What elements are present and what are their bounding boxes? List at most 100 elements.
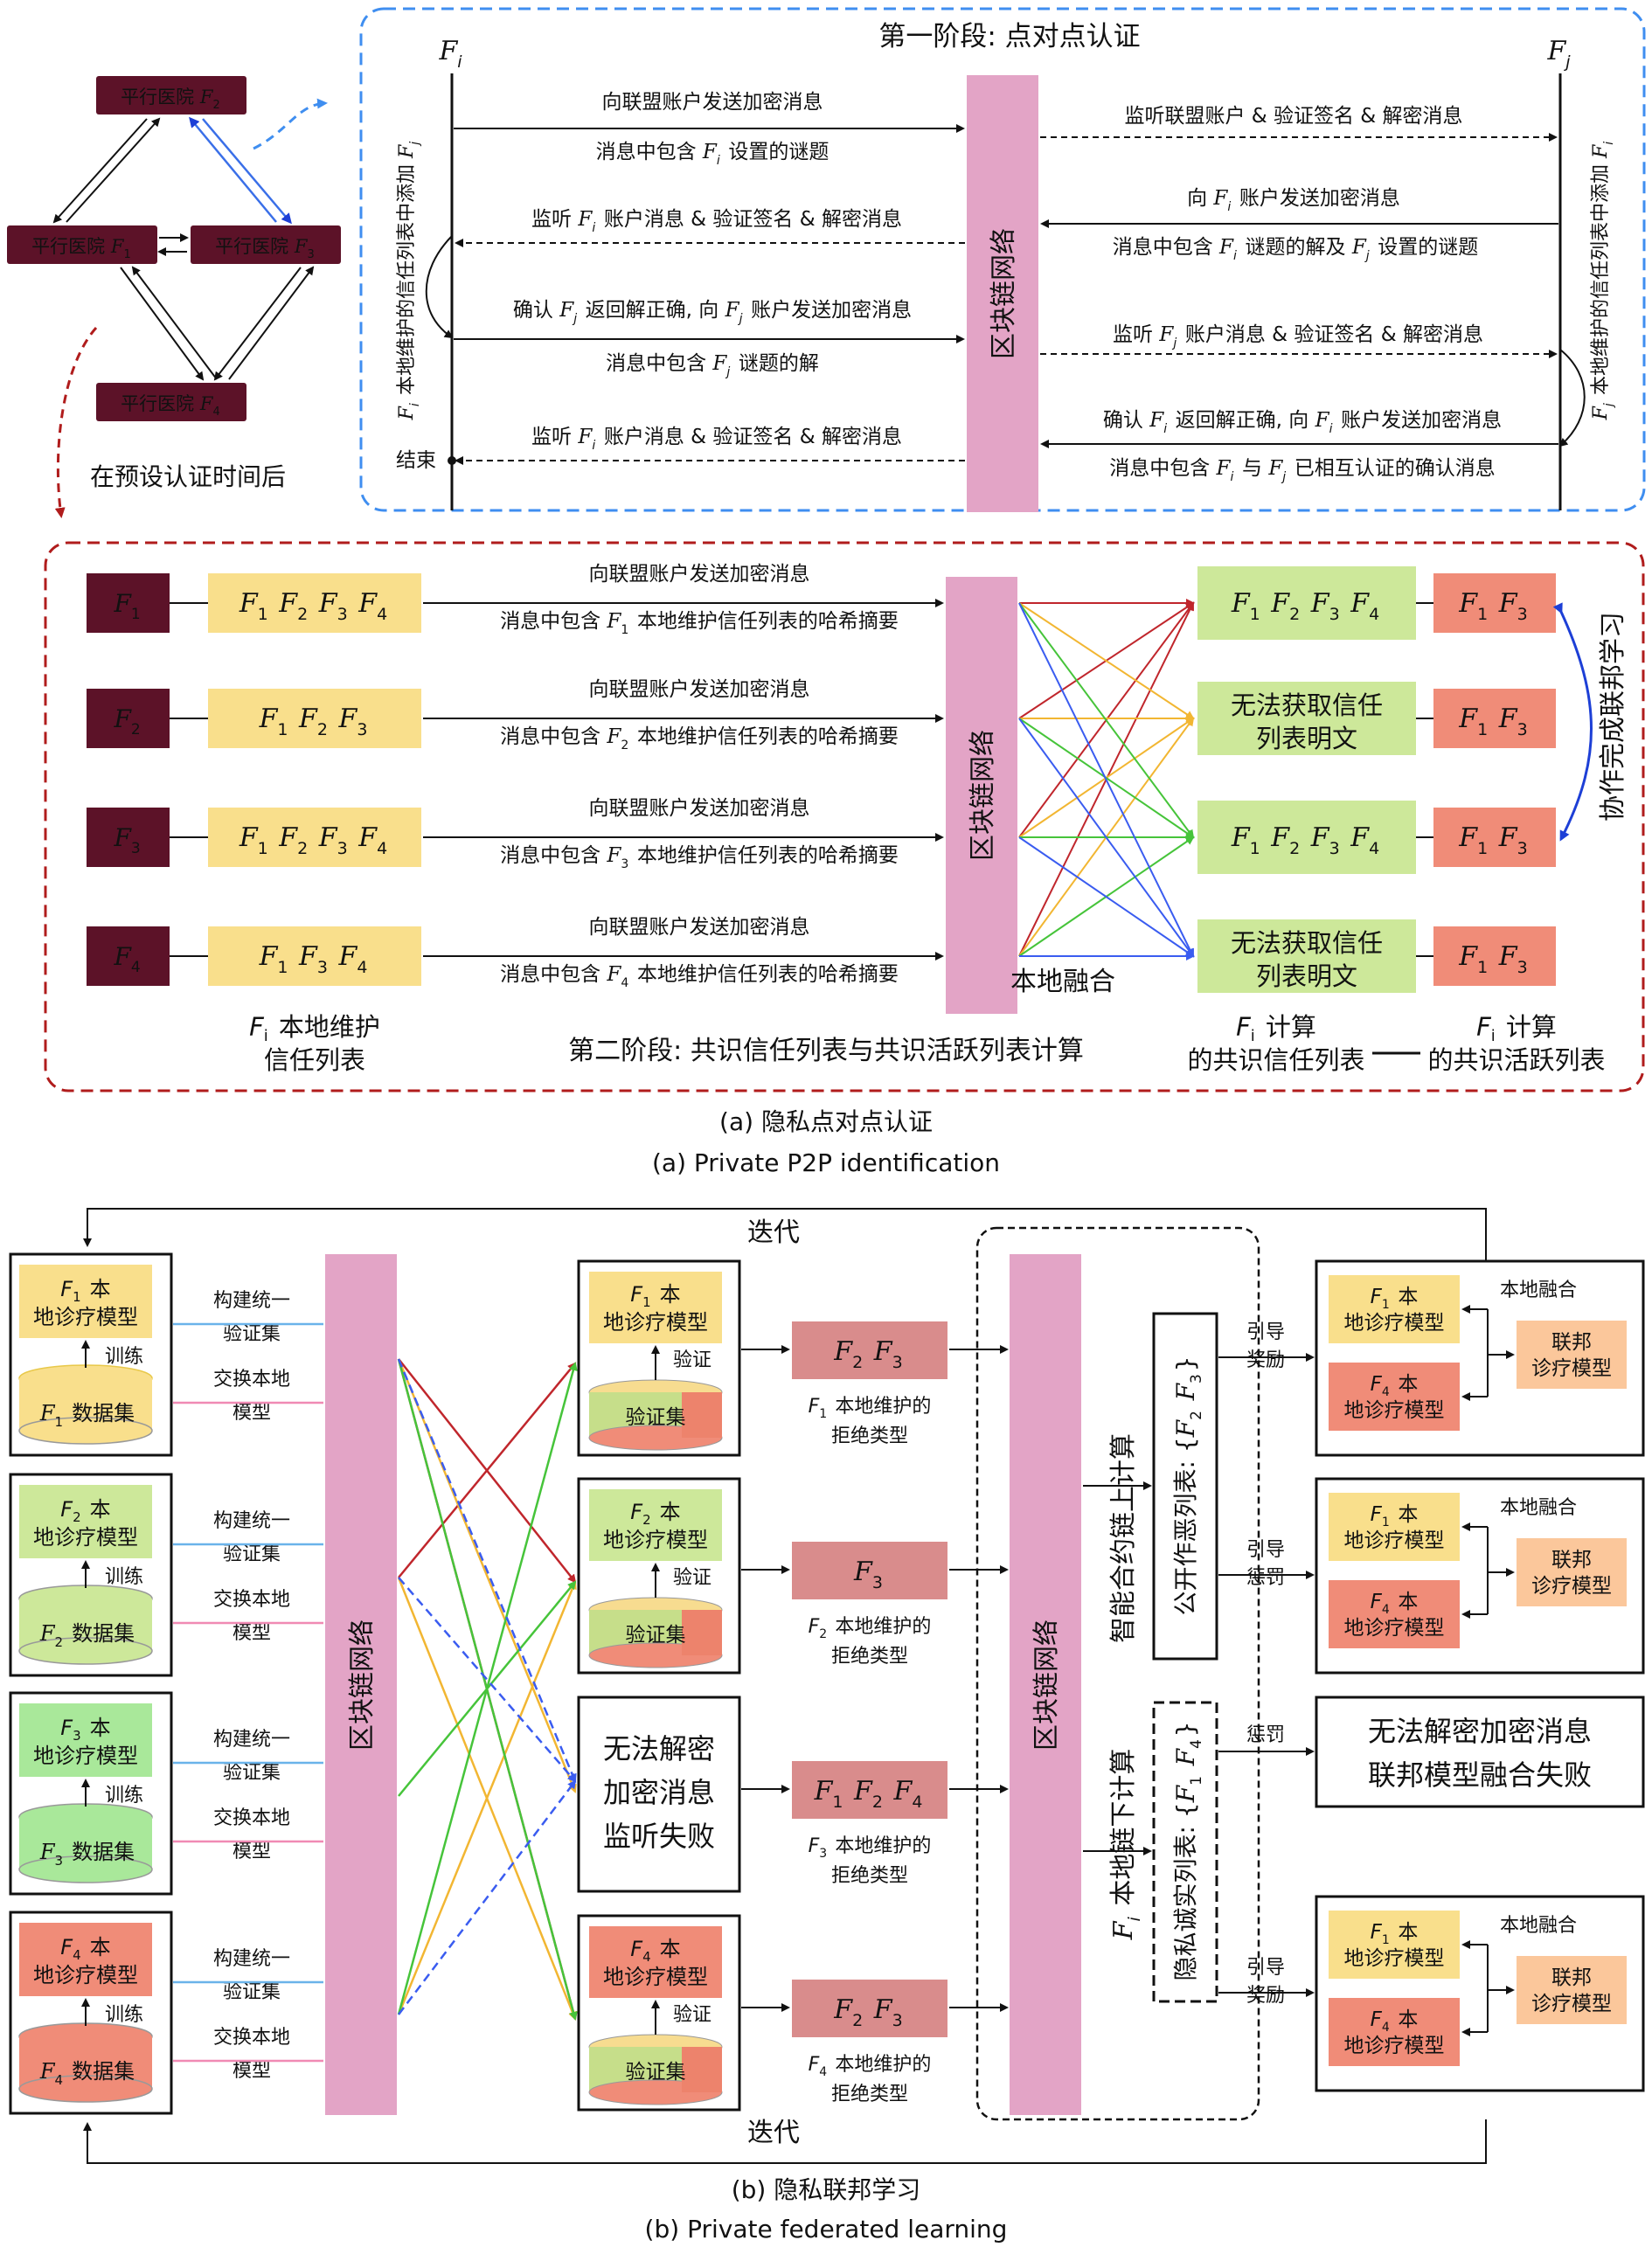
fj-label: Fj	[1546, 36, 1572, 72]
caption-active: Fi 计算的共识活跃列表	[1427, 1012, 1605, 1075]
fusion-fail-box	[1315, 1696, 1645, 1808]
verify-model-label: F4 本地诊疗模型	[603, 1937, 708, 1989]
reject-list: F1 F2 F4	[814, 1776, 926, 1812]
outcome-m4	[1329, 1363, 1460, 1431]
outcome-m4	[1329, 1580, 1460, 1648]
guide-label: 引导奖励	[1246, 1957, 1285, 2007]
val-set-label: 验证集	[626, 1406, 686, 1429]
fusion-label: 本地融合	[1500, 1280, 1577, 1301]
failed-flow-arrow	[398, 1779, 577, 2015]
outcome-m1-label: F1 本地诊疗模型	[1344, 1921, 1445, 1970]
build-val-label: 构建统一验证集	[213, 1510, 290, 1565]
exchange-label: 交换本地模型	[213, 2027, 290, 2082]
to-stage2-arrow	[54, 327, 98, 518]
hospital-f3-node-label: 平行医院 F3	[215, 236, 316, 261]
reject-box	[792, 1980, 947, 2037]
hash-msg-label: 消息中包含 F4 本地维护信任列表的哈希摘要	[500, 963, 899, 990]
node-f4-label: F4	[113, 942, 142, 976]
val-body-red	[682, 1392, 722, 1438]
local-model-box	[19, 1265, 152, 1338]
verify-model-label: F1 本地诊疗模型	[603, 1282, 708, 1335]
local-trust-list	[208, 926, 421, 986]
stage1-blockchain-label: 区块链网络	[989, 228, 1019, 359]
verify-model-label: F2 本地诊疗模型	[603, 1500, 708, 1552]
dataset-label: F2 数据集	[39, 1621, 135, 1650]
hash-msg-label: 消息中包含 F1 本地维护信任列表的哈希摘要	[500, 610, 899, 637]
local-trust-list-text: F1 F2 F3 F4	[239, 588, 390, 624]
contract-frame	[975, 1226, 1260, 2121]
active-list-text: F1 F3	[1458, 941, 1530, 977]
reject-box	[792, 1542, 947, 1599]
val-set-label: 验证集	[626, 2061, 686, 2084]
local-model-box	[19, 1703, 152, 1777]
node-f1	[87, 573, 170, 633]
local-fusion-label: 本地融合	[1010, 967, 1115, 997]
hospital-f1-node-label: 平行医院 F1	[31, 236, 133, 261]
caption-b-cn: (b) 隐私联邦学习	[732, 2175, 921, 2204]
onchain-label: 智能合约链上计算	[1108, 1433, 1139, 1643]
exchange-label: 交换本地模型	[213, 1807, 290, 1862]
reject-label: F1 本地维护的拒绝类型	[809, 1396, 932, 1447]
active-list-box	[1433, 573, 1556, 633]
link-f4-f3	[228, 266, 315, 380]
guide-label: 引导奖励	[1246, 1321, 1285, 1371]
fusion-arrow	[1018, 718, 1195, 958]
outcome-m1-label: F1 本地诊疗模型	[1344, 1503, 1445, 1552]
cooperate-arrow	[1552, 602, 1593, 842]
local-model-box	[19, 1923, 152, 1996]
reject-list: F2 F3	[833, 1336, 905, 1372]
stage1-blockchain	[967, 75, 1038, 512]
local-model-label: F4 本地诊疗模型	[33, 1935, 138, 1987]
consensus-box	[1197, 682, 1416, 755]
federated-model-label: 联邦诊疗模型	[1531, 1549, 1612, 1598]
iterate-top-loop	[83, 1208, 1487, 1261]
reject-label: F3 本地维护的拒绝类型	[809, 1835, 932, 1887]
dataset-label: F1 数据集	[39, 1401, 135, 1430]
active-list-text: F1 F3	[1458, 588, 1530, 624]
msg7-label: 确认 Fi 返回解正确, 向 Fi 账户发送加密消息	[1103, 409, 1502, 436]
consensus-box	[1197, 801, 1416, 874]
public-list-text: 公开作恶列表: {F2 F3 }	[1171, 1356, 1205, 1615]
stage2-blockchain-label: 区块链网络	[968, 730, 998, 861]
model-flow-arrow	[398, 1362, 577, 1578]
msg3b-label: 消息中包含 Fi 谜题的解及 Fj 设置的谜题	[1113, 236, 1479, 263]
outcome-m4	[1329, 1998, 1460, 2066]
iterate-bottom-loop	[83, 2119, 1487, 2164]
caption-b-en: (b) Private federated learning	[645, 2215, 1008, 2244]
node-f2-label: F2	[113, 704, 142, 739]
build-val-label: 构建统一验证集	[213, 1948, 290, 2003]
federated-model-label: 联邦诊疗模型	[1531, 1966, 1612, 2015]
caption-local-list: Fi 本地维护信任列表	[249, 1012, 380, 1075]
blockchain-left-label: 区块链网络	[347, 1619, 378, 1751]
link-f2-f1	[52, 118, 148, 224]
outcome-m4-label: F4 本地诊疗模型	[1344, 2008, 1445, 2057]
federated-model-label: 联邦诊疗模型	[1531, 1331, 1612, 1380]
local-model-label: F3 本地诊疗模型	[33, 1716, 138, 1768]
node-f3	[87, 808, 170, 867]
stage2-frame	[44, 541, 1645, 1092]
iterate-bottom-label: 迭代	[747, 2118, 800, 2148]
send-label: 向联盟账户发送加密消息	[589, 916, 810, 939]
local-trust-list-text: F1 F2 F3	[259, 704, 371, 739]
link-f2-f3-blue	[202, 118, 292, 225]
outcome-m4-label: F4 本地诊疗模型	[1344, 1373, 1445, 1422]
stage1-title: 第一阶段: 点对点认证	[878, 21, 1140, 52]
hospital-f4-node	[96, 383, 246, 421]
fj-side-note: Fj 本地维护的信任列表中添加 Fi	[1590, 140, 1616, 421]
to-stage1-arrow	[253, 98, 328, 150]
dataset-bottom	[18, 1637, 153, 1665]
end-label: 结束	[396, 449, 436, 472]
reject-label: F2 本地维护的拒绝类型	[809, 1616, 932, 1668]
outcome-m1	[1329, 1493, 1460, 1561]
model-flow-arrow	[397, 1580, 577, 2015]
node-f2	[87, 689, 170, 748]
fusion-fail-text: 无法解密加密消息联邦模型融合失败	[1368, 1715, 1592, 1792]
train-label: 训练	[105, 1785, 143, 1807]
outcome-m1	[1329, 1911, 1460, 1979]
consensus-text: F1 F2 F3 F4	[1231, 822, 1382, 858]
msg3-label: 向 Fi 账户发送加密消息	[1187, 187, 1400, 214]
build-val-label: 构建统一验证集	[213, 1290, 290, 1345]
caption-a-cn: (a) 隐私点对点认证	[719, 1107, 933, 1136]
hospital-f2-node-label: 平行医院 F2	[121, 87, 222, 112]
